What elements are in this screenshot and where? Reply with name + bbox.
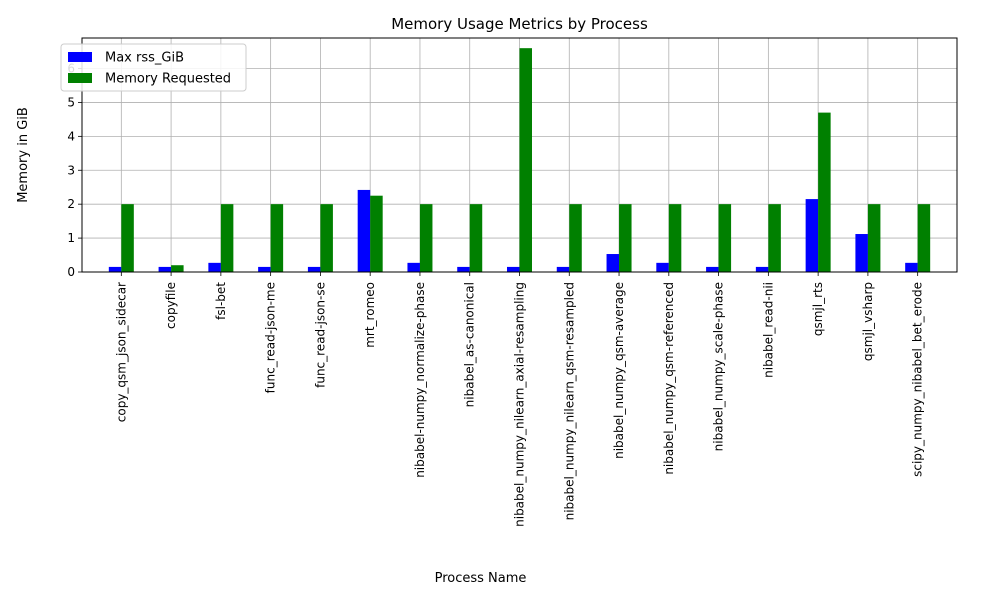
bar-max-rss — [108, 266, 122, 272]
bar-max-rss — [357, 189, 371, 272]
x-tick-label: qsmjl_vsharp — [861, 282, 875, 361]
bar-max-rss — [905, 262, 918, 272]
bar-memory-requested — [619, 204, 632, 272]
y-axis-label: Memory in GiB — [16, 107, 31, 203]
x-tick-label: nibabel_numpy_qsm-average — [612, 282, 626, 459]
bar-memory-requested — [121, 204, 134, 272]
chart-title: Memory Usage Metrics by Process — [391, 15, 648, 33]
bar-max-rss — [457, 266, 470, 272]
bar-max-rss — [755, 266, 769, 272]
bar-max-rss — [855, 234, 868, 272]
y-tick-label: 2 — [67, 197, 75, 211]
bar-max-rss — [407, 262, 420, 272]
bar-memory-requested — [569, 204, 582, 272]
bar-max-rss — [258, 266, 271, 272]
y-tick-label: 4 — [67, 129, 75, 143]
bar-memory-requested — [171, 265, 184, 272]
bar-max-rss — [208, 262, 221, 272]
bar-memory-requested — [768, 204, 781, 272]
bar-memory-requested — [867, 204, 881, 272]
bar-memory-requested — [668, 204, 682, 272]
bar-max-rss — [656, 262, 669, 272]
bar-max-rss — [556, 266, 570, 272]
x-tick-label: qsmjl_rts — [811, 282, 825, 336]
y-tick-label: 3 — [67, 163, 75, 177]
x-tick-label: nibabel_numpy_nilearn_qsm-resampled — [562, 282, 576, 520]
bar-memory-requested — [320, 204, 333, 272]
y-tick-label: 1 — [67, 231, 75, 245]
x-tick-label: copy_qsm_json_sidecar — [114, 282, 128, 422]
y-tick-label: 5 — [67, 95, 75, 109]
bars — [108, 48, 931, 272]
x-tick-label: nibabel_numpy_scale-phase — [712, 282, 726, 451]
bar-memory-requested — [419, 204, 433, 272]
bar-memory-requested — [818, 112, 831, 272]
bar-memory-requested — [519, 48, 532, 272]
bar-max-rss — [706, 266, 719, 272]
bar-max-rss — [158, 266, 172, 272]
bar-memory-requested — [370, 195, 383, 272]
x-tick-label: func_read-json-me — [264, 282, 278, 393]
x-tick-label: nibabel_numpy_qsm-referenced — [662, 282, 676, 475]
x-tick-label: nibabel-numpy_normalize-phase — [413, 282, 427, 478]
bar-memory-requested — [270, 204, 284, 272]
x-tick-label: nibabel_read-nii — [761, 282, 775, 378]
x-axis-ticks: copy_qsm_json_sidecar copyfile fsl-bet func… — [114, 272, 925, 527]
legend-label: Max rss_GiB — [105, 51, 184, 66]
legend: Max rss_GiB Memory Requested — [60, 43, 247, 92]
x-tick-label: nibabel_as-canonical — [463, 282, 477, 407]
legend-swatch — [68, 73, 92, 83]
legend-label: Memory Requested — [105, 72, 231, 87]
bar-memory-requested — [220, 204, 234, 272]
bar-memory-requested — [469, 204, 483, 272]
legend-swatch — [68, 52, 92, 62]
bar-max-rss — [805, 199, 819, 272]
legend-box — [60, 43, 247, 92]
x-tick-label: copyfile — [164, 282, 178, 329]
x-tick-label: scipy_numpy_nibabel_bet_erode — [911, 282, 925, 477]
bar-max-rss — [606, 254, 620, 272]
bar-memory-requested — [917, 204, 931, 272]
bar-max-rss — [307, 266, 321, 272]
x-axis-label: Process Name — [435, 571, 527, 586]
x-tick-label: mrt_romeo — [363, 282, 377, 348]
x-tick-label: nibabel_numpy_nilearn_axial-resampling — [513, 282, 527, 527]
x-tick-label: func_read-json-se — [313, 282, 327, 388]
y-tick-label: 0 — [67, 265, 75, 279]
x-tick-label: fsl-bet — [214, 282, 228, 320]
bar-memory-requested — [718, 204, 732, 272]
bar-max-rss — [507, 266, 520, 272]
